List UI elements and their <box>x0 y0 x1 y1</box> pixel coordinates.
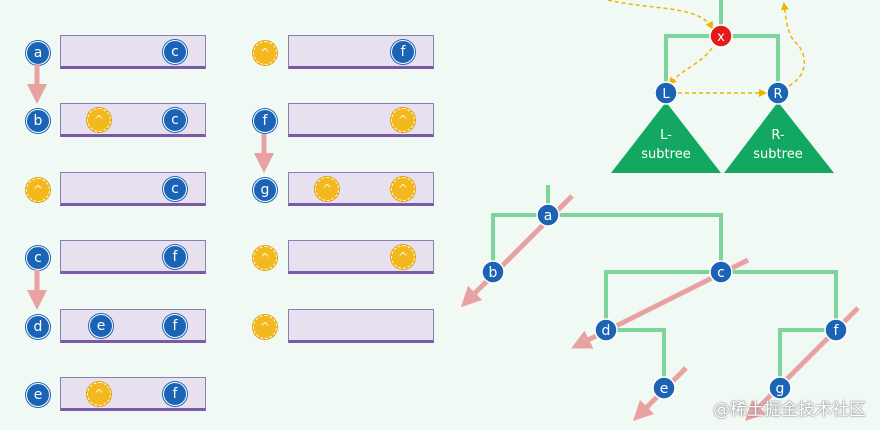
cell-nil: ^ <box>87 108 111 132</box>
row-bar: f <box>288 35 434 69</box>
tree-node-f-label: f <box>834 323 840 339</box>
right-row-g: g ^ ^ <box>0 172 450 208</box>
left-row-nil: ^ c <box>0 172 220 208</box>
row-label-nil: ^ <box>26 178 50 202</box>
left-row-d: d e f <box>0 309 220 345</box>
cell-nil: ^ <box>391 108 415 132</box>
left-node <box>654 81 678 105</box>
cell-node: f <box>391 40 415 64</box>
cell-nil: ^ <box>391 245 415 269</box>
cell-node: f <box>163 245 187 269</box>
tree-node-c <box>709 260 733 284</box>
row-label-node: d <box>26 315 50 339</box>
right-row-f: f ^ <box>0 103 450 139</box>
cell-node: c <box>163 40 187 64</box>
root-x-node <box>709 24 733 48</box>
left-row-c: c f <box>0 240 220 276</box>
right-row-nil-1: ^ f <box>0 35 450 71</box>
left-subtree-label-2: subtree <box>641 147 690 162</box>
rotation-diagram: L- subtree R- subtree x L R <box>607 0 834 173</box>
edge <box>606 328 666 388</box>
tree-node-d-label: d <box>602 323 611 339</box>
dashed-arrow-to-x <box>607 0 713 30</box>
cell-node: f <box>163 382 187 406</box>
tree-node-a <box>536 203 560 227</box>
row-label-node: g <box>253 178 277 202</box>
tree-node-b-label: b <box>489 265 498 281</box>
cell-nil: ^ <box>87 382 111 406</box>
left-subtree-triangle <box>611 102 721 173</box>
cell-node: e <box>89 314 113 338</box>
tree-node-b <box>481 260 505 284</box>
tree-node-g-label: g <box>776 381 785 397</box>
edge <box>491 213 723 272</box>
row-bar: c <box>60 172 206 206</box>
row-label-node: b <box>26 109 50 133</box>
watermark: @稀土掘金技术社区 <box>713 400 866 420</box>
row-label-node: c <box>26 246 50 270</box>
row-label-nil: ^ <box>253 246 277 270</box>
edge <box>778 328 836 388</box>
row-label-node: a <box>26 41 50 65</box>
cell-node: c <box>163 108 187 132</box>
left-subtree-label-1: L- <box>660 128 672 143</box>
row-bar: e f <box>60 309 206 343</box>
right-node-label: R <box>773 87 782 102</box>
row-bar: ^ f <box>60 377 206 411</box>
left-node-label: L <box>662 87 670 102</box>
cell-node: c <box>163 177 187 201</box>
cell-nil: ^ <box>315 177 339 201</box>
tree-node-e <box>652 376 676 400</box>
tree-node-c-label: c <box>717 265 725 281</box>
row-bar: c <box>60 35 206 69</box>
row-bar <box>288 309 434 343</box>
binary-tree: a b c d e f g <box>460 185 860 422</box>
row-label-node: e <box>26 383 50 407</box>
left-row-b: b ^ c <box>0 103 220 139</box>
dashed-arrow-x-to-l <box>668 47 713 86</box>
row-bar: ^ <box>288 103 434 137</box>
row-bar: f <box>60 240 206 274</box>
row-label-node: f <box>253 109 277 133</box>
tree-node-d <box>594 318 618 342</box>
cell-nil: ^ <box>391 177 415 201</box>
dashed-arrow-r-up <box>781 2 806 87</box>
right-subtree-label-2: subtree <box>753 147 802 162</box>
row-bar: ^ <box>288 240 434 274</box>
tree-node-g <box>768 376 792 400</box>
right-subtree-label-1: R- <box>771 128 785 143</box>
root-x-label: x <box>717 30 725 45</box>
right-subtree-triangle <box>724 102 834 173</box>
cell-node: f <box>163 314 187 338</box>
right-row-nil-3: ^ <box>0 309 450 345</box>
row-bar: ^ c <box>60 103 206 137</box>
right-row-nil-2: ^ ^ <box>0 240 450 276</box>
tree-node-e-label: e <box>660 381 669 397</box>
row-label-nil: ^ <box>253 315 277 339</box>
tree-node-f <box>824 318 848 342</box>
left-row-a: a c <box>0 35 220 71</box>
tree-node-a-label: a <box>544 208 553 224</box>
row-label-nil: ^ <box>253 41 277 65</box>
row-bar: ^ ^ <box>288 172 434 206</box>
right-node <box>766 81 790 105</box>
left-row-e: e ^ f <box>0 377 220 413</box>
